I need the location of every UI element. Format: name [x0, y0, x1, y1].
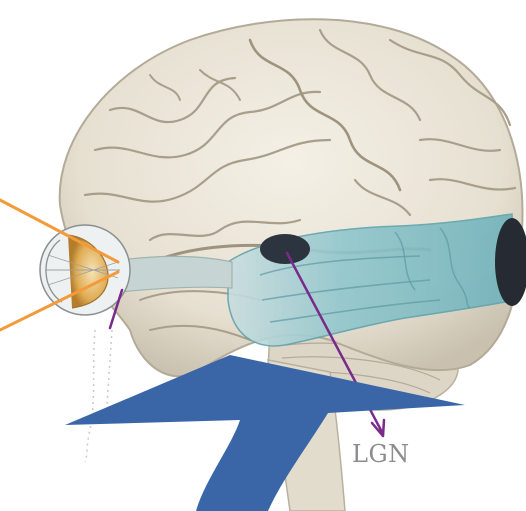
optic-nerve: [120, 256, 232, 292]
lgn-label: LGN: [352, 440, 410, 468]
lgn-nucleus: [260, 234, 310, 264]
